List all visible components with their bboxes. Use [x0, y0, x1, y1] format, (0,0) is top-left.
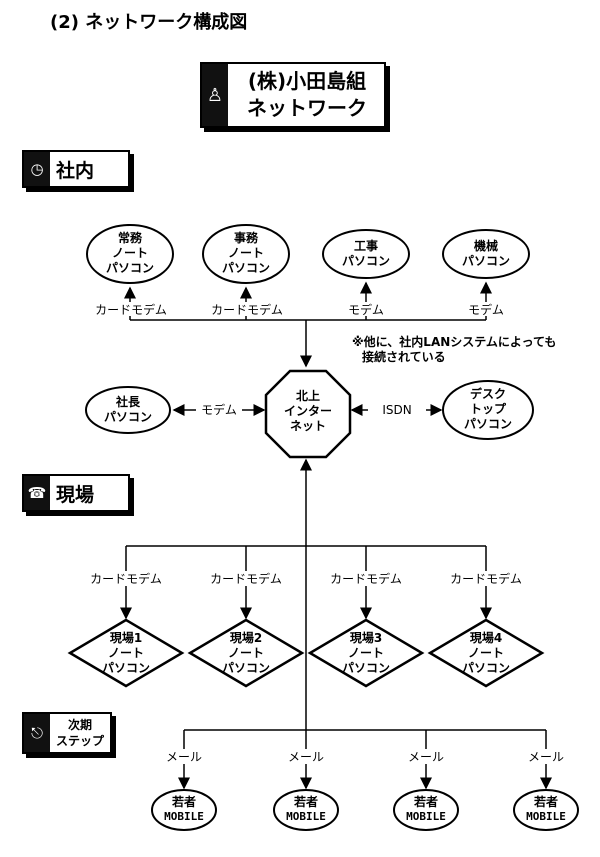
office-link-3: モデム	[348, 302, 384, 317]
hub-line2: インター	[284, 404, 332, 418]
mobile-node-4-line1: 若者	[533, 794, 558, 809]
mobile-link-1: メール	[166, 750, 202, 764]
office-node-3-line2: パソコン	[342, 254, 390, 268]
site-node-2-line3: パソコン	[222, 661, 270, 675]
president-line1: 社長	[115, 394, 141, 409]
mobile-node-1-line2: MOBILE	[164, 810, 204, 823]
mobile-link-3: メール	[408, 750, 444, 764]
president-line2: パソコン	[104, 410, 152, 424]
mobile-node-2-line2: MOBILE	[286, 810, 326, 823]
site-node-2-line1: 現場2	[230, 630, 262, 645]
section-next-line2: ステップ	[56, 734, 105, 748]
note-line1: ※他に、社内LANシステムによっても	[352, 334, 556, 349]
site-node-3-line1: 現場3	[350, 630, 382, 645]
note-line2: 接続されている	[362, 349, 446, 364]
person-icon: ♙	[202, 64, 228, 126]
office-link-1: カードモデム	[95, 302, 167, 317]
office-node-3: 工事 パソコン	[322, 229, 410, 279]
title-line1: (株)小田島組	[247, 69, 367, 93]
section-site-label: 現場	[56, 483, 95, 506]
site-node-3-line2: ノート	[348, 646, 384, 660]
office-node-1-line1: 常務	[118, 230, 143, 245]
desktop-link: ISDN	[382, 403, 411, 417]
office-link-4: モデム	[468, 302, 504, 317]
mobile-node-3-line2: MOBILE	[406, 810, 446, 823]
site-node-2: 現場2 ノート パソコン	[187, 618, 305, 688]
site-link-4: カードモデム	[450, 571, 522, 586]
mobile-node-4: 若者 MOBILE	[513, 789, 579, 831]
mobile-node-4-line2: MOBILE	[526, 810, 566, 823]
office-node-2-line3: パソコン	[222, 261, 270, 275]
mobile-link-2: メール	[288, 750, 324, 764]
site-node-1: 現場1 ノート パソコン	[67, 618, 185, 688]
site-link-2: カードモデム	[210, 571, 282, 586]
site-node-1-line3: パソコン	[102, 661, 150, 675]
office-node-1-line3: パソコン	[106, 261, 154, 275]
office-node-2-line1: 事務	[234, 230, 259, 245]
mobile-node-3: 若者 MOBILE	[393, 789, 459, 831]
office-node-1: 常務 ノート パソコン	[86, 224, 174, 284]
site-node-4-line1: 現場4	[470, 630, 502, 645]
mobile-node-1: 若者 MOBILE	[151, 789, 217, 831]
site-node-1-line1: 現場1	[110, 630, 142, 645]
office-node-3-line1: 工事	[354, 238, 378, 253]
office-node-1-line2: ノート	[112, 246, 148, 260]
phone-icon: ☎	[24, 476, 50, 510]
site-node-4-line3: パソコン	[462, 661, 510, 675]
site-link-3: カードモデム	[330, 571, 402, 586]
office-node-2-line2: ノート	[228, 246, 264, 260]
office-node-2: 事務 ノート パソコン	[202, 224, 290, 284]
section-next-line1: 次期	[68, 718, 93, 732]
desktop-line2: トップ	[470, 401, 507, 416]
section-next-label: 次期 ステップ	[56, 714, 104, 752]
site-node-2-line2: ノート	[228, 646, 264, 660]
section-next-step: ⎋ 次期 ステップ	[22, 712, 112, 754]
mobile-node-3-line1: 若者	[413, 794, 438, 809]
site-node-3: 現場3 ノート パソコン	[307, 618, 425, 688]
president-link: モデム	[201, 402, 237, 417]
site-node-1-line2: ノート	[108, 646, 144, 660]
clock-icon: ◷	[24, 152, 50, 186]
site-node-4-line2: ノート	[468, 646, 504, 660]
diagram-heading: (2) ネットワーク構成図	[50, 12, 248, 33]
hub-line3: ネット	[290, 419, 326, 433]
site-link-1: カードモデム	[90, 571, 162, 586]
desktop-line3: パソコン	[464, 417, 512, 431]
president-node: 社長 パソコン	[85, 386, 171, 434]
office-node-4-line1: 機械	[474, 238, 498, 253]
desktop-node: デスク トップ パソコン	[442, 380, 534, 440]
title-line2: ネットワーク	[247, 96, 367, 120]
site-node-3-line3: パソコン	[342, 661, 390, 675]
section-site: ☎ 現場	[22, 474, 130, 512]
mobile-link-4: メール	[528, 750, 564, 764]
section-office: ◷ 社内	[22, 150, 130, 188]
title-box: ♙ (株)小田島組 ネットワーク	[200, 62, 386, 128]
section-office-label: 社内	[56, 159, 95, 182]
mobile-node-2: 若者 MOBILE	[273, 789, 339, 831]
hub-node: 北上 インター ネット	[264, 369, 352, 459]
pushpin-icon: ⎋	[24, 714, 50, 752]
office-node-4: 機械 パソコン	[442, 229, 530, 279]
hub-line1: 北上	[296, 388, 320, 403]
desktop-line1: デスク	[470, 386, 506, 401]
office-node-4-line2: パソコン	[462, 254, 510, 268]
office-link-2: カードモデム	[211, 302, 283, 317]
title-text: (株)小田島組 ネットワーク	[232, 68, 382, 122]
site-node-4: 現場4 ノート パソコン	[427, 618, 545, 688]
mobile-node-1-line1: 若者	[171, 794, 196, 809]
mobile-node-2-line1: 若者	[293, 794, 318, 809]
